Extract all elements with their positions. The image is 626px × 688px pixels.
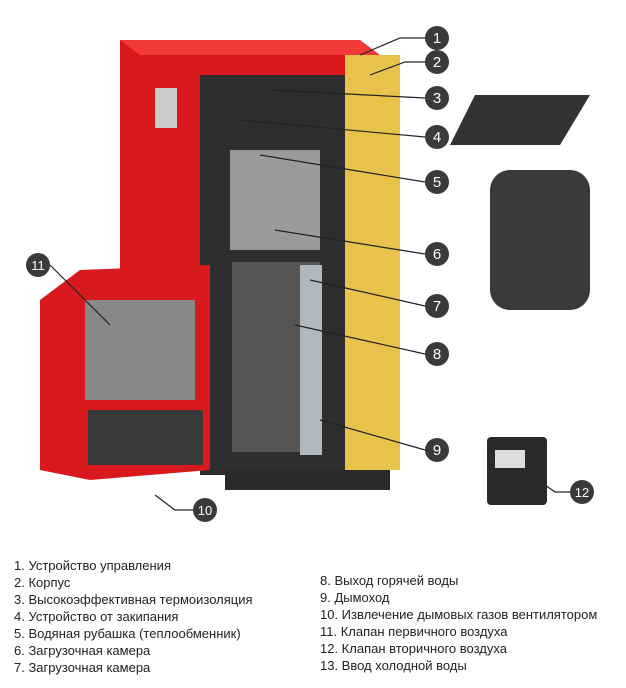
callout-10: 10 (193, 498, 217, 522)
burner-plate (450, 95, 590, 145)
legend-item: 13. Ввод холодной воды (320, 658, 467, 673)
legend-item: 5. Водяная рубашка (теплообменник) (14, 626, 241, 641)
callout-8: 8 (425, 342, 449, 366)
legend-item: 4. Устройство от закипания (14, 609, 179, 624)
controller-screen (495, 450, 525, 468)
boiler-top (120, 40, 380, 55)
callout-7: 7 (425, 294, 449, 318)
callout-2: 2 (425, 50, 449, 74)
callout-11: 11 (26, 253, 50, 277)
callout-4: 4 (425, 125, 449, 149)
ash-box (88, 410, 203, 465)
legend-item: 12. Клапан вторичного воздуха (320, 641, 507, 656)
turbulators (490, 170, 590, 310)
callout-5: 5 (425, 170, 449, 194)
insulation (345, 55, 400, 470)
legend-item: 7. Загрузочная камера (14, 660, 151, 675)
callout-9: 9 (425, 438, 449, 462)
legend-item: 11. Клапан первичного воздуха (320, 624, 508, 639)
control-panel (155, 88, 177, 128)
callout-6: 6 (425, 242, 449, 266)
legend-item: 2. Корпус (14, 575, 71, 590)
chimney-pipe (300, 265, 322, 455)
base (225, 470, 390, 490)
legend-item: 3. Высокоэффективная термоизоляция (14, 592, 253, 607)
legend-item: 9. Дымоход (320, 590, 390, 605)
boiler-diagram (40, 37, 590, 511)
legend-item: 8. Выход горячей воды (320, 573, 459, 588)
legend-item: 10. Извлечение дымовых газов вентиляторо… (320, 607, 598, 622)
callout-1: 1 (425, 26, 449, 50)
controller (487, 437, 547, 505)
feeder-mechanism (85, 300, 195, 400)
leader-lines (49, 37, 570, 511)
heat-exchanger-tubes (230, 150, 320, 250)
legend-right: 8. Выход горячей воды 9. Дымоход 10. Изв… (320, 572, 597, 674)
legend-item: 1. Устройство управления (14, 558, 171, 573)
legend-item: 6. Загрузочная камера (14, 643, 151, 658)
legend-left: 1. Устройство управления 2. Корпус 3. Вы… (14, 557, 253, 676)
callout-3: 3 (425, 86, 449, 110)
callout-12: 12 (570, 480, 594, 504)
